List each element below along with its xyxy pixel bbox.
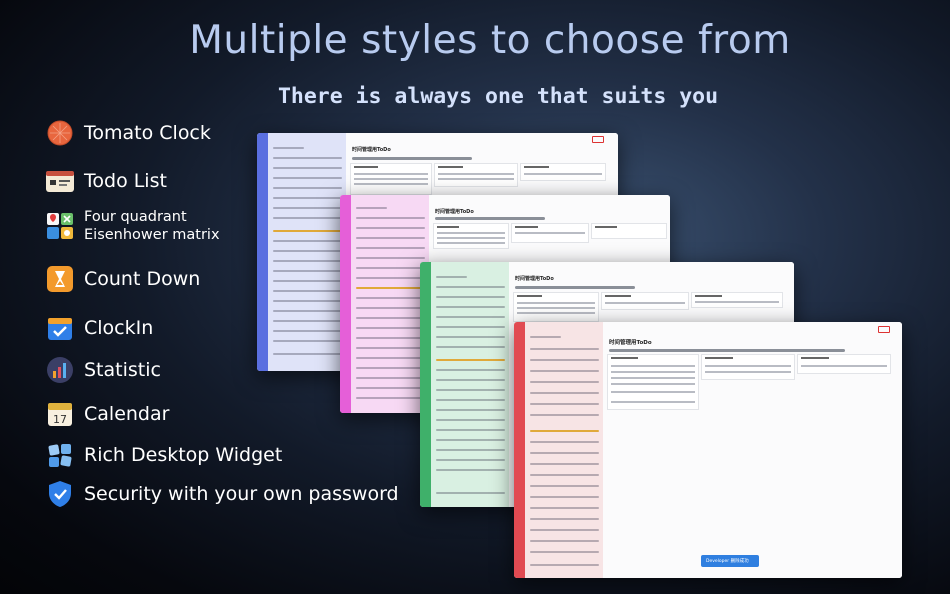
headline: Multiple styles to choose from: [189, 18, 791, 63]
quadrant-icon: [45, 211, 75, 241]
shield-icon: [45, 479, 75, 509]
feature-tomato-clock: Tomato Clock: [45, 118, 211, 148]
app-window-red-theme: 时间管理用ToDo: [514, 322, 902, 578]
feature-security: Security with your own password: [45, 479, 399, 509]
calendar-icon-day: 17: [53, 413, 67, 426]
subheadline: There is always one that suits you: [277, 84, 719, 109]
tomato-icon: [45, 118, 75, 148]
feature-statistic: Statistic: [45, 355, 161, 385]
feature-count-down: Count Down: [45, 264, 200, 294]
feature-desktop-widget: Rich Desktop Widget: [45, 440, 282, 470]
feature-clockin: ClockIn: [45, 313, 153, 343]
widget-icon: [45, 440, 75, 470]
feature-calendar: 17 Calendar: [45, 399, 169, 429]
toast-notification: Developer 删除成功: [701, 555, 759, 567]
feature-four-quadrant: Four quadrant Eisenhower matrix: [45, 208, 220, 244]
chart-icon: [45, 355, 75, 385]
feature-todo-list: Todo List: [45, 166, 167, 196]
window-title: 时间管理用ToDo: [352, 147, 391, 153]
calendar-check-icon: [45, 313, 75, 343]
calendar-icon: 17: [45, 399, 75, 429]
todo-list-icon: [45, 166, 75, 196]
hourglass-icon: [45, 264, 75, 294]
